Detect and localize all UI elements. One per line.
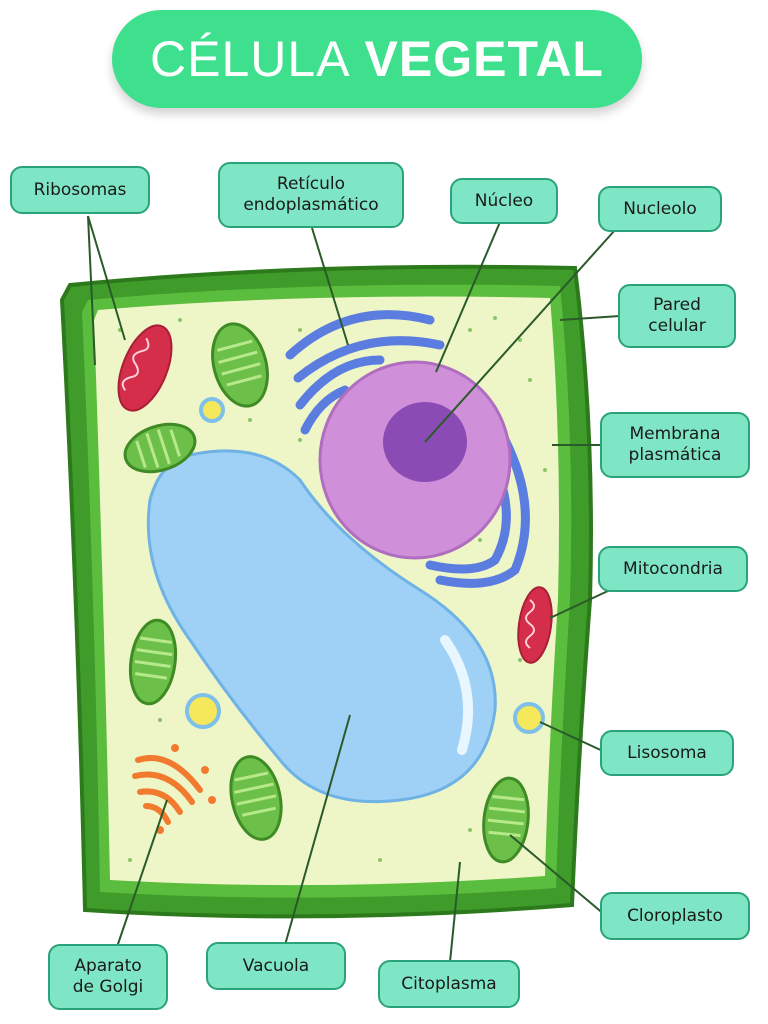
vacuole-highlight [440, 635, 474, 755]
title-banner: CÉLULA VEGETAL [112, 10, 642, 108]
label-reticulo: Retículo endoplasmático [218, 162, 404, 228]
mitochondrion-left [117, 324, 173, 412]
label-lisosoma: Lisosoma [600, 730, 734, 776]
label-cloroplasto: Cloroplasto [600, 892, 750, 940]
title-part2: VEGETAL [364, 31, 604, 87]
label-vacuola: Vacuola [206, 942, 346, 990]
label-citoplasma: Citoplasma [378, 960, 520, 1008]
label-pared-celular: Pared celular [618, 284, 736, 348]
label-membrana-plasmatica: Membrana plasmática [600, 412, 750, 478]
label-nucleo: Núcleo [450, 178, 558, 224]
chloroplast-1 [211, 322, 269, 408]
vacuole [146, 449, 497, 804]
label-nucleolo: Nucleolo [598, 186, 722, 232]
lysosomes [185, 397, 545, 734]
label-mitocondria: Mitocondria [598, 546, 748, 592]
label-ribosomas: Ribosomas [10, 166, 150, 214]
mitochondrion-right [517, 586, 553, 664]
chloroplast-3 [128, 618, 178, 706]
leader-lines [87, 215, 621, 963]
chloroplast-4 [229, 755, 283, 841]
label-aparato-golgi: Aparato de Golgi [48, 944, 168, 1010]
chloroplast-2 [123, 422, 197, 474]
title-part1: CÉLULA [150, 31, 351, 87]
